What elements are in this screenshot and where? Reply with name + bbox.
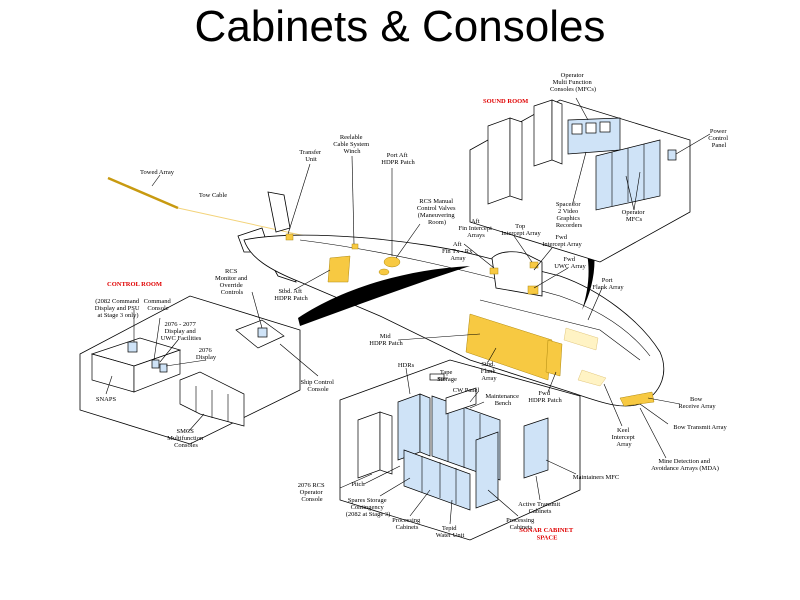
- power-control-panel: [667, 149, 677, 161]
- maintainers-mfc-label: Maintainers MFC: [573, 474, 619, 481]
- swoosh-control-room: [298, 266, 470, 326]
- active-transmit-cabinet: [523, 417, 549, 479]
- sound-cabinet-2: [533, 99, 553, 167]
- processing-cabinets-left-label: Processing Cabinets: [392, 517, 422, 531]
- top-intercept-label: Top Intercept Array: [501, 223, 541, 237]
- stbd-flank-label: Stbd. Flank Array: [481, 361, 498, 382]
- port-flank-label: Port Flank Array: [592, 277, 624, 291]
- ship-control-label: Ship Control Console: [300, 379, 335, 393]
- sail: [491, 251, 543, 297]
- sonar-cabinet-space: [339, 359, 581, 541]
- fwd-hdpr-label: Fwd HDPR Patch: [528, 390, 562, 404]
- aft-fin-intercept-box: [489, 267, 499, 275]
- rcs-valve-base: [378, 268, 390, 276]
- cmd-display-2082-label: (2082 Command Display and PSU at Stage 3…: [95, 298, 141, 319]
- aft-fin-txrx-label: Aft Fin Tx - Rx Array: [442, 241, 474, 262]
- spares-storage-cabinet: [357, 411, 381, 479]
- port-flank-patch: [563, 327, 599, 351]
- labels: Towed Array Tow Cable Transfer Unit Reel…: [95, 72, 730, 539]
- transfer-unit-label: Transfer Unit: [299, 149, 322, 163]
- control-room-label: CONTROL ROOM: [107, 281, 162, 288]
- operator-mfcs-label: Operator MFCs: [622, 209, 647, 223]
- maintenance-bench-label: Maintenance Bench: [485, 393, 520, 407]
- towed-array-label: Towed Array: [140, 169, 175, 176]
- fwd-hdpr-patch: [545, 339, 563, 377]
- stbd-aft-hdpr-patch: [327, 255, 351, 283]
- reelable-cable-label: Reelable Cable System Winch: [333, 134, 371, 155]
- hull-mid-line: [479, 299, 641, 361]
- winch-box: [351, 243, 359, 250]
- display-2076-label: 2076 Display: [196, 347, 217, 361]
- fwd-uwc-label: Fwd UWC Array: [554, 256, 586, 270]
- hdrs-label: HDRs: [398, 362, 415, 369]
- hdrs-cabinet: [397, 393, 421, 461]
- sound-room: [469, 99, 691, 263]
- towed-array-line: [107, 176, 179, 210]
- operator-mfc-label: Operator Multi Function Consoles (MFCs): [550, 72, 596, 93]
- transfer-unit-box: [285, 233, 294, 241]
- bow-transmit-patch: [619, 391, 655, 407]
- processing-cabinets-front: [403, 449, 471, 511]
- bow-transmit-label: Bow Transmit Array: [673, 424, 727, 431]
- keel-intercept-label: Keel Intercept Array: [612, 427, 637, 448]
- upper-tail-fin: [267, 191, 291, 233]
- sound-cabinet-1: [487, 117, 511, 205]
- processing-cabinets-right: [475, 431, 499, 509]
- cw-panel-label: CW Panel: [453, 387, 480, 394]
- tepid-water-label: Tepid Water Unit: [436, 525, 465, 539]
- space-video-label: Space for 2 Video Graphics Recorders: [556, 201, 583, 229]
- mine-detection-label: Mine Detection and Avoidance Arrays (MDA…: [651, 458, 719, 472]
- maintenance-bench: [445, 387, 477, 415]
- smcs-label: SMCS Multifunction Consoles: [167, 428, 205, 449]
- rcs-monitor-label: RCS Monitor and Override Controls: [215, 268, 249, 296]
- display-2076-box: [159, 363, 168, 373]
- leader-lines: [105, 97, 711, 525]
- fwd-intercept-label: Fwd Intercept Array: [542, 234, 582, 248]
- display-2076-2077-label: 2076 - 2077 Display and UWC Facilities: [161, 321, 202, 342]
- processing-cabinets-right-label: Processing Cabinets: [506, 517, 536, 531]
- rcs-monitor-box: [257, 327, 268, 338]
- control-room: [79, 295, 301, 445]
- top-intercept-box: [529, 261, 539, 269]
- display-2076-2077-box: [151, 359, 160, 369]
- stbd-aft-hdpr-label: Stbd. Aft HDPR Patch: [274, 288, 308, 302]
- command-console-label: Command Console: [144, 298, 173, 312]
- mid-hdpr-label: Mid HDPR Patch: [369, 333, 403, 347]
- page-title: Cabinets & Consoles: [194, 2, 606, 51]
- port-aft-hdpr-label: Port Aft HDPR Patch: [381, 152, 415, 166]
- rcs-manual-valve: [383, 256, 401, 268]
- pitch-label: Pitch: [351, 481, 365, 488]
- command-console-box: [127, 341, 138, 353]
- tow-cable-label: Tow Cable: [199, 192, 227, 199]
- tape-storage-label: Tape Storage: [437, 369, 457, 383]
- power-control-label: Power Control Panel: [708, 128, 730, 149]
- tape-storage-box: [429, 373, 445, 381]
- mid-hdpr-patch: [465, 313, 553, 381]
- submarine-hull: [107, 176, 665, 407]
- sound-room-label: SOUND ROOM: [483, 98, 528, 105]
- rcs-2076-label: 2076 RCS Operator Console: [298, 482, 327, 503]
- aft-fin-intercept-label: Aft Fin Intercept Arrays: [458, 218, 493, 239]
- sound-room-floor: [469, 99, 691, 263]
- sonar-cabinet-space-label: SONAR CABINET SPACE: [519, 527, 575, 542]
- active-transmit-label: Active Transmit Cabinets: [518, 501, 562, 515]
- fwd-uwc-box: [527, 285, 539, 295]
- keel-intercept-patch: [577, 369, 607, 387]
- rcs-manual-label: RCS Manual Control Valves (Maneuvering R…: [417, 198, 457, 226]
- spares-storage-label: Spares Storage Contingency (2082 at Stag…: [346, 497, 391, 518]
- bow-receive-label: Bow Receive Array: [678, 396, 716, 410]
- snaps-label: SNAPS: [96, 396, 117, 403]
